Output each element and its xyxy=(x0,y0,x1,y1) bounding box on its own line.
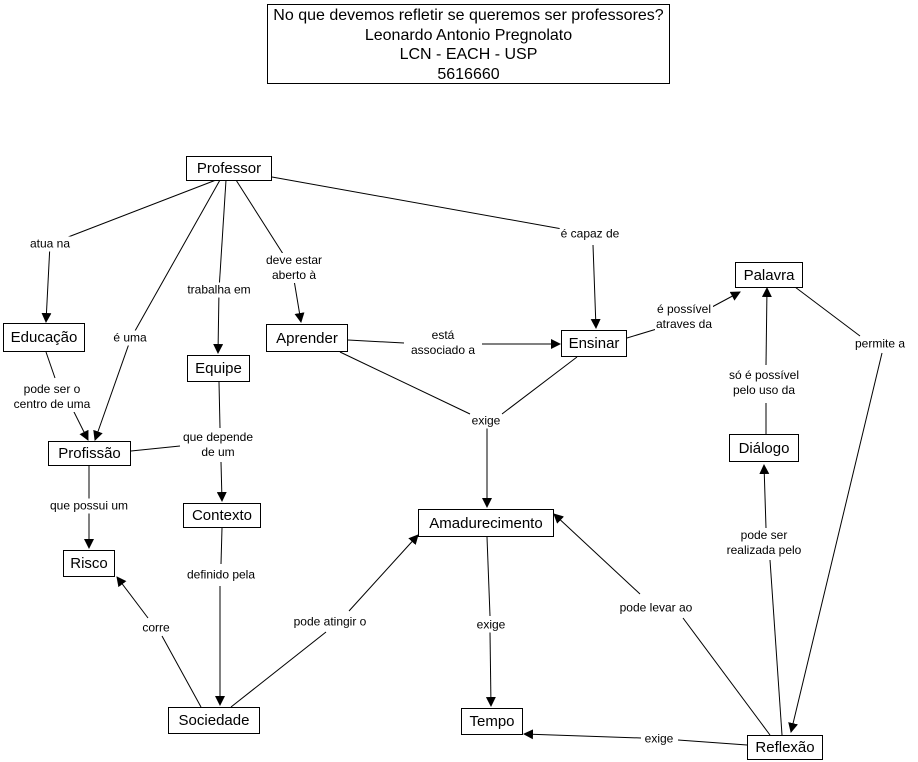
link-definido-pela: definido pela xyxy=(185,567,257,583)
edge-profissao-depende xyxy=(130,445,181,452)
node-tempo[interactable]: Tempo xyxy=(461,708,523,735)
edge-sociedade-corre xyxy=(161,635,202,708)
title-institution: LCN - EACH - USP xyxy=(399,46,538,63)
edge-e-uma-profissao xyxy=(93,337,132,441)
title-box: No que devemos refletir se queremos ser … xyxy=(267,4,670,84)
edge-equipe-depende xyxy=(218,381,221,429)
link-permite-a: permite a xyxy=(853,336,907,352)
link-pode-ser-centro: pode ser o centro de uma xyxy=(12,382,92,412)
edge-centro-profissao xyxy=(71,407,89,441)
link-exige-tempo: exige xyxy=(475,617,507,633)
edge-permite-reflexao xyxy=(788,352,883,733)
edge-palavra-permite xyxy=(794,286,861,337)
edge-atingir-amadurecimento xyxy=(348,534,419,612)
link-corre: corre xyxy=(141,620,171,636)
node-ensinar[interactable]: Ensinar xyxy=(561,330,627,357)
edge-realizada-dialogo xyxy=(759,464,770,529)
link-que-depende: que depende de um xyxy=(181,430,255,460)
edge-professor-atua-na xyxy=(49,179,217,245)
edge-capaz-ensinar xyxy=(590,244,601,329)
node-reflexao[interactable]: Reflexão xyxy=(747,735,823,760)
edge-corre-risco xyxy=(116,576,149,619)
link-pode-levar-ao: pode levar ao xyxy=(618,600,694,616)
edge-professor-capaz xyxy=(271,176,591,235)
link-e-uma: é uma xyxy=(112,330,148,346)
edge-reflexao-exige xyxy=(677,739,748,746)
link-possivel-atraves: é possível atraves da xyxy=(654,302,714,332)
node-aprender[interactable]: Aprender xyxy=(266,324,348,352)
edge-exige-tempo xyxy=(485,631,496,707)
link-pode-atingir: pode atingir o xyxy=(292,614,368,630)
link-trabalha-em: trabalha em xyxy=(186,282,252,298)
node-equipe[interactable]: Equipe xyxy=(187,355,250,382)
edge-ensinar-exige xyxy=(501,356,578,415)
title-question: No que devemos refletir se queremos ser … xyxy=(273,7,664,24)
node-professor[interactable]: Professor xyxy=(186,156,272,181)
edge-exige-tempo-2 xyxy=(523,729,642,740)
edge-professor-e-uma xyxy=(130,179,221,339)
node-profissao[interactable]: Profissão xyxy=(48,441,131,466)
node-sociedade[interactable]: Sociedade xyxy=(168,707,260,734)
edge-depende-contexto xyxy=(216,461,227,502)
edge-levar-amadurecimento xyxy=(553,513,641,595)
edge-reflexao-realizada xyxy=(769,559,783,736)
edge-so-palavra xyxy=(761,287,772,366)
node-palavra[interactable]: Palavra xyxy=(735,262,803,288)
title-id-number: 5616660 xyxy=(437,65,500,83)
edge-atua-na-educacao xyxy=(41,243,52,323)
edge-possivel-palavra xyxy=(711,291,741,308)
edge-aprender-exige xyxy=(339,351,471,415)
node-amadurecimento[interactable]: Amadurecimento xyxy=(418,509,554,537)
edge-professor-trabalha-em xyxy=(218,179,227,291)
edge-educacao-centro xyxy=(45,351,56,379)
link-e-capaz-de: é capaz de xyxy=(559,226,621,242)
link-so-possivel: só é possível pelo uso da xyxy=(727,368,801,398)
link-atua-na: atua na xyxy=(28,236,72,252)
title-author: Leonardo Antonio Pregnolato xyxy=(364,26,573,44)
edge-reflexao-levar xyxy=(682,617,771,736)
node-educacao[interactable]: Educação xyxy=(3,323,85,352)
node-contexto[interactable]: Contexto xyxy=(183,503,261,528)
edge-amadurecimento-exige xyxy=(486,536,491,617)
edge-aprender-associado xyxy=(347,339,405,344)
edge-trabalha-em-equipe xyxy=(213,289,224,354)
link-que-possui-um: que possui um xyxy=(48,498,130,514)
edge-contexto-definido xyxy=(220,527,223,565)
node-risco[interactable]: Risco xyxy=(63,550,115,577)
link-pode-ser-realizada: pode ser realizada pelo xyxy=(725,528,803,558)
link-exige-reflexao-tempo: exige xyxy=(643,731,675,747)
edge-ensinar-possivel xyxy=(626,327,661,339)
node-dialogo[interactable]: Diálogo xyxy=(729,434,799,462)
link-exige-amadurecimento: exige xyxy=(470,413,502,429)
link-esta-associado: está associado a xyxy=(409,328,477,358)
link-deve-estar-aberto: deve estar aberto à xyxy=(264,253,324,283)
edge-sociedade-atingir xyxy=(230,631,327,708)
